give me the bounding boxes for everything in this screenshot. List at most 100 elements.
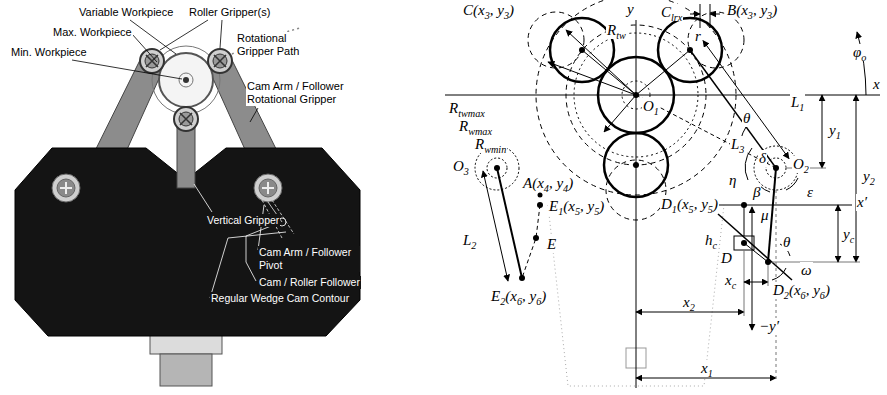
math-symbol: Clrx [660, 4, 683, 21]
math-symbol: x2 [682, 294, 696, 311]
symbol-text: θ [783, 234, 790, 250]
dimension-line [700, 4, 701, 28]
angle-arc [786, 178, 798, 190]
symbol-text: μ [761, 207, 769, 223]
symbol-text: , y [694, 196, 708, 212]
part-label: Max. Workpiece [52, 26, 133, 39]
roller-gripper [140, 49, 164, 73]
symbol-text: η [729, 172, 736, 188]
subscript: 2 [870, 176, 875, 187]
symbol-text: r [695, 28, 701, 44]
subscript: 5 [594, 206, 599, 217]
arm-line [522, 205, 540, 278]
math-symbol: O3 [452, 158, 470, 175]
pivot-circle [475, 146, 798, 190]
math-symbol: y [626, 1, 635, 18]
subscript: c [850, 234, 855, 245]
point-dot [687, 47, 693, 53]
axis-line [445, 95, 880, 96]
math-symbol: −y′ [758, 318, 780, 335]
math-symbol: ω [800, 262, 813, 279]
subscript: 2 [690, 302, 695, 313]
arm-line [690, 50, 776, 168]
math-symbol: δ [758, 150, 767, 167]
leader-line [132, 34, 157, 62]
math-symbol: E1(x5, y5) [548, 198, 605, 215]
symbol-text: , y [549, 175, 563, 191]
math-symbol: Rwmin [474, 136, 507, 153]
symbol-text: ω [801, 262, 812, 278]
subscript: o [861, 52, 866, 63]
dashed-circle [536, 0, 736, 195]
symbol-text: (x [505, 288, 517, 304]
angle-arc [857, 32, 866, 95]
dashed-circle [566, 25, 706, 165]
dimension-line [752, 207, 753, 330]
roller-gripper [140, 49, 232, 131]
point-dot [633, 162, 639, 168]
math-symbol: E [546, 236, 557, 253]
symbol-text: L [791, 94, 799, 110]
arm-line [703, 41, 789, 159]
symbol-text: ε [807, 184, 813, 200]
subscript: 1 [558, 206, 563, 217]
subscript: 1 [672, 204, 677, 215]
symbol-text: E [547, 236, 556, 252]
symbol-text: Variable Workpiece [79, 6, 173, 18]
part-label: Rotational Gripper Path [236, 32, 314, 58]
dashed-circle [528, 12, 584, 68]
math-symbol: O2 [792, 156, 810, 173]
symbol-text: Regular Wedge Cam Contour [211, 292, 349, 304]
math-symbol: xc [724, 272, 737, 289]
math-symbol: Rtw [606, 22, 627, 39]
subscript: twmax [458, 108, 485, 119]
dimension-line [772, 262, 860, 263]
symbol-text: , y [753, 2, 767, 18]
part-label: Roller Gripper(s) [188, 6, 271, 19]
part-label-on-housing: Cam Arm / Follower Pivot [258, 246, 360, 272]
angle-arc [745, 148, 752, 180]
symbol-text: Cam / Roller Follower [259, 276, 360, 288]
symbol-text: R [607, 22, 616, 38]
symbol-text: Roller Gripper(s) [189, 6, 270, 18]
symbol-text: ) [541, 288, 546, 304]
math-symbol: x1 [700, 360, 714, 377]
symbol-text: D [721, 250, 732, 266]
symbol-text: , y [490, 2, 504, 18]
symbol-text: (x [677, 196, 689, 212]
symbol-text: ) [509, 2, 514, 18]
point-dot [765, 259, 771, 265]
dashed-circle [574, 33, 698, 157]
symbol-text: , y [580, 198, 594, 214]
subscript: 6 [801, 290, 806, 301]
symbol-text: R [475, 136, 484, 152]
leader-line [250, 108, 258, 122]
symbol-text: Vertical Gripper [207, 214, 279, 226]
gripper-stand [150, 334, 222, 386]
radius-line [548, 62, 636, 95]
symbol-text: Cam Arm / Follower Pivot [259, 246, 351, 271]
math-symbol: x [872, 76, 881, 93]
symbol-text: E [491, 288, 500, 304]
math-symbol: θ [782, 234, 791, 251]
point-dot [494, 165, 500, 171]
gripper-illustration [15, 20, 360, 386]
angle-arc [772, 268, 786, 280]
math-symbol: φo [852, 44, 867, 61]
math-symbol: η [728, 172, 737, 189]
radius-line [566, 30, 636, 95]
pivot-circle [487, 158, 507, 178]
roller-gripper [213, 54, 227, 68]
roller-gripper [179, 112, 193, 126]
leader-line [220, 20, 222, 48]
leader-line [72, 60, 182, 79]
dimension-line [768, 264, 769, 286]
subscript: 5 [708, 204, 713, 215]
subscript: 3 [485, 10, 490, 21]
symbol-text: A(x [523, 175, 544, 191]
pivot-screw [57, 179, 75, 197]
leader-line [130, 20, 176, 54]
symbol-text: B(x [727, 2, 748, 18]
subscript: 1 [799, 102, 804, 113]
